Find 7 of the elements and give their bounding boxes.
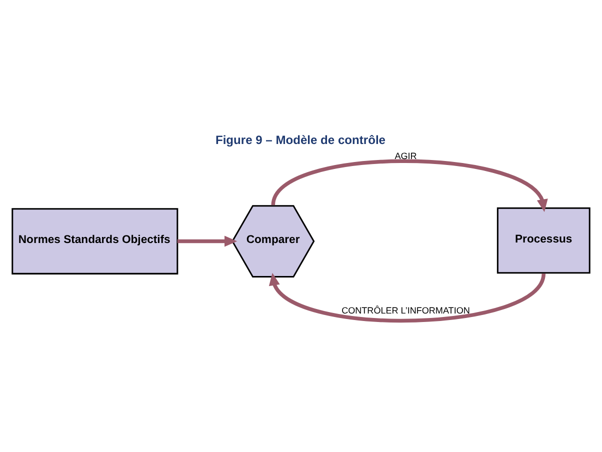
diagram-title: Figure 9 – Modèle de contrôle bbox=[215, 132, 386, 146]
arrow bbox=[177, 235, 238, 246]
node-box: Processus bbox=[496, 206, 590, 274]
node-box: Normes Standards Objectifs bbox=[12, 208, 178, 274]
arrow bbox=[271, 158, 548, 212]
edge-label: CONTRÔLER L’INFORMATION bbox=[342, 304, 470, 315]
edge-label: AGIR bbox=[394, 150, 417, 160]
